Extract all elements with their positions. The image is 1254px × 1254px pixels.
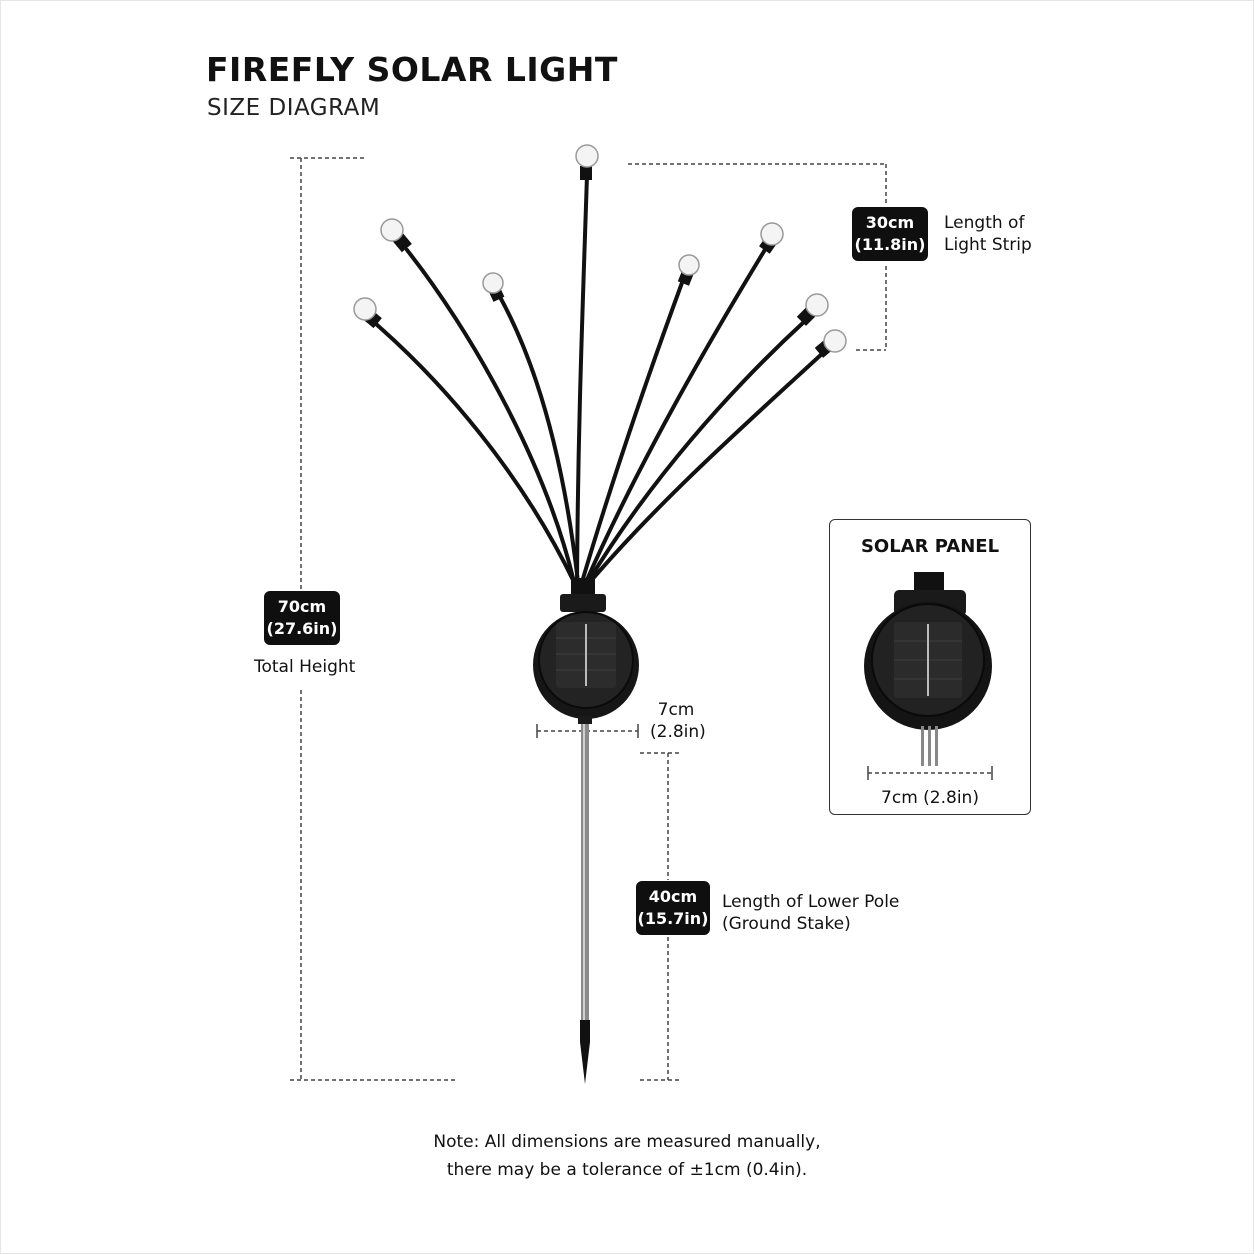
bulb-3 bbox=[353, 297, 382, 329]
pole-metric: 40cm bbox=[648, 887, 698, 906]
strip-2 bbox=[405, 248, 576, 584]
strip-dimension-badge: 30cm (11.8in) bbox=[852, 207, 928, 261]
solar-panel-inset bbox=[829, 519, 1031, 815]
strip-6 bbox=[584, 246, 768, 584]
strip-7 bbox=[586, 318, 808, 584]
strip-4 bbox=[498, 295, 580, 584]
pole-label-line1: Length of Lower Pole bbox=[722, 892, 900, 912]
inset-title: SOLAR PANEL bbox=[860, 536, 1000, 557]
ground-stake bbox=[580, 724, 590, 1084]
light-strips bbox=[374, 173, 826, 584]
tolerance-note: Note: All dimensions are measured manual… bbox=[0, 1128, 1254, 1184]
inset-width-label: 7cm (2.8in) bbox=[881, 788, 979, 808]
bulbs bbox=[353, 144, 847, 358]
note-line2: there may be a tolerance of ±1cm (0.4in)… bbox=[446, 1160, 808, 1180]
bulb-6 bbox=[759, 222, 784, 254]
strip-1 bbox=[575, 173, 589, 584]
strip-label: Length of Light Strip bbox=[944, 212, 1032, 256]
total-height-imperial: (27.6in) bbox=[266, 619, 338, 638]
bulb-2 bbox=[380, 218, 412, 253]
strip-3 bbox=[374, 322, 576, 584]
total-height-badge: 70cm (27.6in) bbox=[264, 591, 340, 645]
total-height-label: Total Height bbox=[254, 657, 356, 677]
strip-5 bbox=[580, 278, 685, 584]
page-subtitle: SIZE DIAGRAM bbox=[207, 95, 381, 121]
panel-width-metric: 7cm bbox=[657, 700, 695, 720]
dimension-lines bbox=[290, 157, 993, 1081]
panel-width-label: 7cm (2.8in) bbox=[650, 699, 706, 743]
bulb-5 bbox=[677, 254, 700, 286]
pole-dimension-badge: 40cm (15.7in) bbox=[636, 881, 710, 935]
strip-imperial: (11.8in) bbox=[854, 235, 926, 254]
strip-8 bbox=[588, 350, 826, 584]
panel-width-imperial: (2.8in) bbox=[650, 722, 706, 742]
note-line1: Note: All dimensions are measured manual… bbox=[433, 1132, 821, 1152]
pole-label-line2: (Ground Stake) bbox=[722, 914, 851, 934]
bulb-1 bbox=[575, 144, 599, 180]
strip-metric: 30cm bbox=[865, 213, 915, 232]
pole-imperial: (15.7in) bbox=[637, 909, 709, 928]
bulb-7 bbox=[796, 293, 829, 326]
page-title: FIREFLY SOLAR LIGHT bbox=[206, 50, 618, 89]
pole-label: Length of Lower Pole (Ground Stake) bbox=[722, 891, 899, 935]
total-height-metric: 70cm bbox=[277, 597, 327, 616]
solar-unit bbox=[533, 578, 639, 724]
strip-label-line2: Light Strip bbox=[944, 235, 1032, 255]
strip-label-line1: Length of bbox=[944, 213, 1025, 233]
bulb-4 bbox=[482, 272, 505, 302]
inset-solar-panel bbox=[864, 572, 992, 766]
bulb-8 bbox=[814, 329, 847, 358]
